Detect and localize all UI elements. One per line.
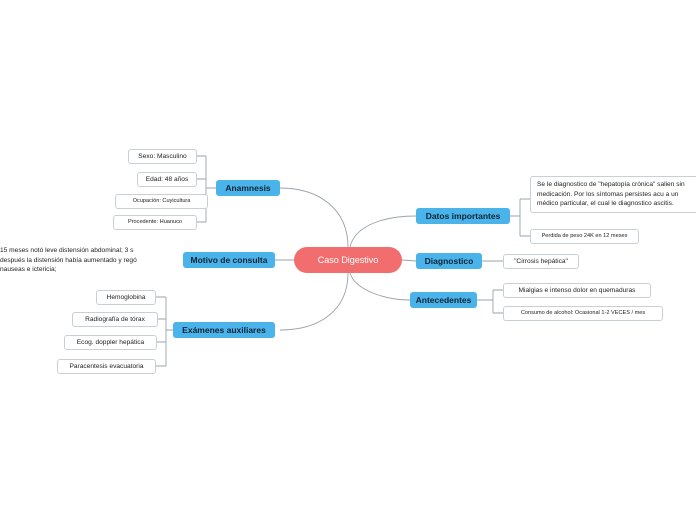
topic-anamnesis[interactable]: Anamnesis xyxy=(216,180,280,196)
connector-antecedentes xyxy=(349,272,411,301)
leaf-sexo[interactable]: Sexo: Masculino xyxy=(128,149,197,164)
leaf-hemoglobina-label: Hemoglobina xyxy=(106,294,146,301)
leaf-paracentesis[interactable]: Paracentesis evacuatoria xyxy=(57,359,156,374)
leaf-procedente[interactable]: Procedente: Huanuco xyxy=(113,215,197,230)
leaf-radiografia[interactable]: Radiografía de tórax xyxy=(72,312,158,327)
connector-diagnostico xyxy=(401,259,417,262)
leaf-mialgias[interactable]: Mialgias e intenso dolor en quemaduras xyxy=(503,283,651,298)
topic-diagnostico-label: Diagnostico xyxy=(424,256,474,266)
leaf-perdida-peso-label: Perdida de peso 24K en 12 meses xyxy=(541,233,628,239)
connector-anamnesis-items xyxy=(197,155,216,223)
topic-diagnostico[interactable]: Diagnostico xyxy=(416,253,482,269)
central-topic[interactable]: Caso Digestivo xyxy=(294,247,402,273)
connector-examenes-items xyxy=(156,296,173,367)
topic-antecedentes[interactable]: Antecedentes xyxy=(410,292,477,308)
leaf-hepatopatia[interactable]: Se le diagnostico de "hepatopía crónica"… xyxy=(530,176,696,213)
leaf-perdida-peso[interactable]: Perdida de peso 24K en 12 meses xyxy=(530,229,639,244)
topic-examenes-auxiliares[interactable]: Exámenes auxiliares xyxy=(173,322,275,338)
connector-anamnesis xyxy=(279,187,349,248)
leaf-paracentesis-label: Paracentesis evacuatoria xyxy=(69,363,144,370)
leaf-edad[interactable]: Edad: 48 años xyxy=(137,172,197,187)
topic-anamnesis-label: Anamnesis xyxy=(225,183,271,193)
leaf-motivo-text-label: 15 meses notó leve distensión abdominal;… xyxy=(0,247,137,273)
leaf-ocupacion[interactable]: Ocupación: Cuyicultura xyxy=(115,194,208,209)
leaf-hemoglobina[interactable]: Hemoglobina xyxy=(96,290,156,305)
leaf-procedente-label: Procedente: Huanuco xyxy=(127,219,183,225)
topic-datos-importantes[interactable]: Datos importantes xyxy=(416,208,510,224)
topic-motivo-consulta[interactable]: Motivo de consulta xyxy=(183,252,275,268)
central-topic-label: Caso Digestivo xyxy=(317,255,379,265)
connector-antecedentes-items xyxy=(477,289,503,314)
topic-examenes-auxiliares-label: Exámenes auxiliares xyxy=(182,325,266,335)
leaf-consumo-alcohol-label: Consumo de alcohol: Ocasional 1-2 VECES … xyxy=(520,310,646,316)
leaf-consumo-alcohol[interactable]: Consumo de alcohol: Ocasional 1-2 VECES … xyxy=(503,306,663,321)
leaf-motivo-text[interactable]: 15 meses notó leve distensión abdominal;… xyxy=(0,246,158,275)
topic-motivo-consulta-label: Motivo de consulta xyxy=(190,255,268,265)
leaf-mialgias-label: Mialgias e intenso dolor en quemaduras xyxy=(518,287,636,294)
leaf-cirrosis-label: "Cirrosis hepática" xyxy=(514,258,568,265)
topic-datos-importantes-label: Datos importantes xyxy=(425,211,501,221)
connector-datos xyxy=(349,215,417,248)
leaf-ecografia[interactable]: Ecog. doppler hepática xyxy=(64,335,157,350)
leaf-edad-label: Edad: 48 años xyxy=(145,176,189,183)
leaf-cirrosis[interactable]: "Cirrosis hepática" xyxy=(503,254,579,269)
leaf-ocupacion-label: Ocupación: Cuyicultura xyxy=(132,198,191,204)
leaf-sexo-label: Sexo: Masculino xyxy=(138,153,187,160)
leaf-hepatopatia-label: Se le diagnostico de "hepatopía crónica"… xyxy=(537,181,685,207)
leaf-radiografia-label: Radiografía de tórax xyxy=(85,316,145,323)
topic-antecedentes-label: Antecedentes xyxy=(415,295,472,305)
connector-examenes xyxy=(279,272,349,331)
connector-datos-items xyxy=(510,198,530,237)
leaf-ecografia-label: Ecog. doppler hepática xyxy=(76,339,145,346)
